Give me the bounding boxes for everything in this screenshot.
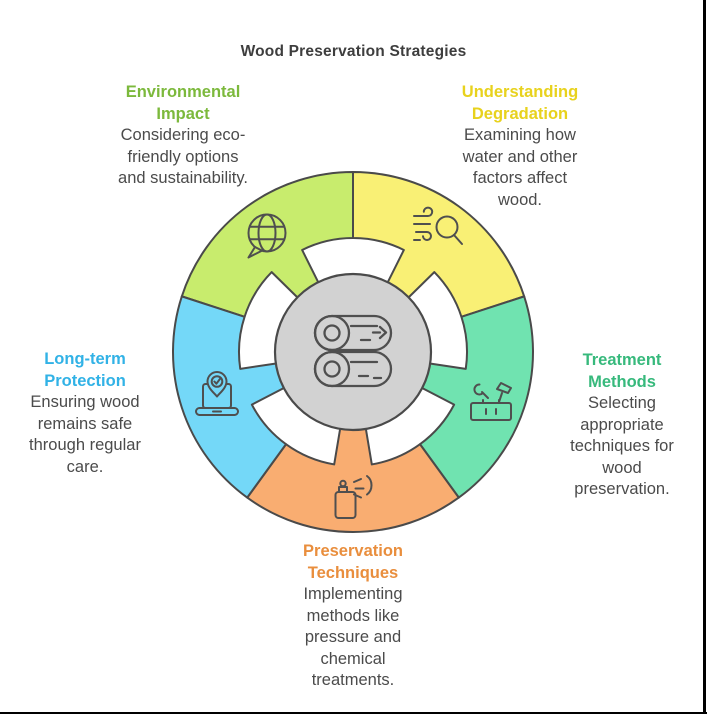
heading-line: Preservation	[303, 542, 403, 560]
label-treatment-methods: Treatment Methods Selecting appropriate …	[522, 350, 707, 501]
heading-line: Understanding	[461, 83, 579, 101]
spray-bottle-icon	[334, 475, 373, 519]
heading-line: Techniques	[307, 563, 399, 582]
heading-line: Long-term	[44, 350, 126, 368]
heading-line: Methods	[588, 372, 656, 391]
heading-line: Treatment	[582, 351, 662, 369]
segment-long-term-protection	[172, 295, 287, 499]
wood-logs-icon	[313, 314, 393, 388]
description-line: appropriate	[580, 415, 664, 434]
description-line: Selecting	[588, 394, 656, 412]
label-preservation-techniques: Preservation Techniques Implementing met…	[253, 541, 453, 692]
description-line: through regular	[29, 436, 141, 454]
description-line: methods like	[306, 606, 400, 625]
donut-ring	[172, 171, 534, 533]
description-line: Implementing	[303, 585, 403, 603]
description-line: and sustainability.	[118, 169, 248, 187]
description-line: preservation.	[574, 480, 670, 498]
page-title: Wood Preservation Strategies	[240, 43, 467, 60]
frame-right-border	[703, 0, 706, 714]
globe-chat-icon	[247, 213, 287, 259]
heading-line: Impact	[156, 104, 210, 123]
tools-icon	[470, 382, 512, 421]
description-line: wood.	[497, 190, 543, 209]
description-line: chemical	[320, 649, 386, 668]
laptop-badge-icon	[195, 371, 239, 416]
description-line: water and other	[462, 147, 578, 166]
frame-bottom-border	[0, 711, 707, 714]
description-line: pressure and	[304, 628, 402, 646]
description-line: Examining how	[464, 126, 576, 144]
description-line: Ensuring wood	[30, 393, 140, 411]
description-line: techniques for	[570, 437, 674, 455]
description-line: remains safe	[37, 414, 133, 433]
heading-line: Protection	[44, 371, 126, 390]
description-line: Considering eco-	[120, 126, 246, 144]
heading-line: Environmental	[125, 83, 241, 101]
label-environmental-impact: Environmental Impact Considering eco- fr…	[83, 82, 283, 190]
description-line: friendly options	[127, 147, 239, 166]
label-understanding-degradation: Understanding Degradation Examining how …	[420, 82, 620, 211]
label-long-term-protection: Long-term Protection Ensuring wood remai…	[0, 349, 185, 478]
description-line: care.	[66, 457, 104, 476]
description-line: wood	[602, 458, 642, 477]
description-line: factors affect	[472, 169, 568, 187]
heading-line: Degradation	[471, 104, 569, 123]
wind-magnifier-icon	[413, 206, 463, 245]
description-line: treatments.	[311, 671, 395, 689]
